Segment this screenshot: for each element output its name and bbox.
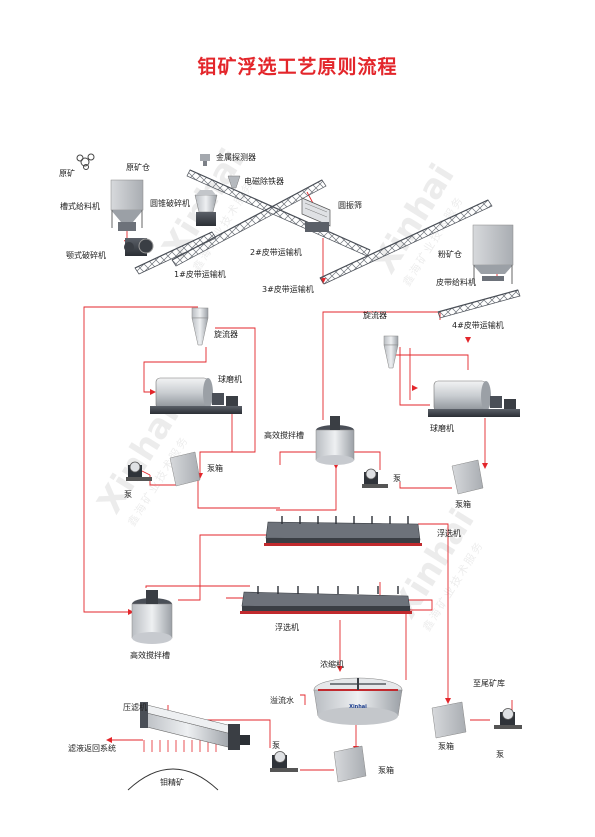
vibrating-screen-icon [301, 197, 331, 232]
arrow [412, 385, 418, 391]
arrow [482, 463, 488, 469]
label-thickener: 浓缩机 [320, 659, 344, 669]
flow-line [322, 311, 350, 420]
pump-box-d-icon [431, 701, 467, 739]
label-ball-mill-b: 球磨机 [430, 423, 454, 433]
label-filtrate-return: 滤液返回系统 [68, 743, 116, 753]
flow-line [399, 347, 430, 406]
flow-line [276, 465, 337, 511]
ball-mill-a-icon [150, 377, 242, 414]
cyclone-b-icon [383, 335, 399, 369]
label-pump-box-a: 泵箱 [207, 463, 223, 473]
label-pump-box-d: 泵箱 [438, 741, 454, 751]
pump-d-icon [494, 708, 522, 729]
label-pump-d: 泵 [496, 750, 504, 759]
label-belt3: 3#皮带运输机 [262, 284, 314, 294]
flow-line [300, 694, 306, 705]
label-belt1: 1#皮带运输机 [174, 269, 226, 279]
flow-arrows [106, 240, 488, 752]
label-pump-box-c: 泵箱 [378, 765, 394, 775]
pump-box-b-icon [451, 459, 484, 495]
label-cyclone-a: 旋流器 [214, 329, 238, 339]
label-pump-b: 泵 [393, 474, 401, 483]
label-agitator-b: 高效搅拌槽 [130, 650, 170, 660]
powder-ore-bin-icon [472, 224, 514, 284]
thickener-icon [313, 677, 403, 725]
flow-line [143, 347, 207, 393]
raw-ore-bin-icon [110, 179, 144, 228]
filtrate-arrows [143, 740, 217, 752]
label-belt4: 4#皮带运输机 [452, 320, 504, 330]
belt-conveyor-upper-icon [319, 199, 493, 285]
label-filter-press: 压滤机 [123, 702, 147, 712]
flow-line [145, 585, 250, 588]
label-pump-c: 泵 [272, 741, 280, 750]
thickener-brand: Xinhai [349, 704, 367, 710]
label-metal-detector: 金属探测器 [216, 152, 256, 162]
pump-b-icon [362, 468, 388, 488]
flow-line [178, 534, 276, 601]
label-pump-box-b: 泵箱 [455, 499, 471, 509]
cone-crusher-icon [194, 190, 218, 226]
flow-line [379, 582, 433, 611]
belt-conveyor-4-icon [437, 289, 521, 319]
label-raw-ore: 原矿 [59, 168, 75, 178]
concentrate-pile-icon [127, 768, 219, 791]
flotation-machine-b-icon [240, 586, 412, 614]
label-cyclone-b: 旋流器 [363, 310, 387, 320]
filter-press-icon [140, 702, 250, 750]
label-powder-bin: 粉矿仓 [438, 249, 462, 259]
flotation-machine-a-icon [264, 516, 422, 546]
label-magnetic-separator: 电磁除铁器 [244, 176, 284, 186]
arrow [150, 389, 156, 395]
label-mo-concentrate: 钼精矿 [160, 777, 184, 787]
label-vibrating-screen: 圆振筛 [338, 200, 362, 210]
arrow [337, 666, 343, 672]
pump-a-icon [126, 461, 152, 481]
label-belt2: 2#皮带运输机 [250, 247, 302, 257]
label-to-tailings: 至尾矿库 [473, 678, 505, 688]
trough-feeder-icon [118, 222, 136, 231]
label-flotation-b: 浮选机 [275, 622, 299, 632]
agitator-b-icon [131, 590, 173, 644]
flow-line [418, 523, 449, 700]
label-cone-crusher: 圆锥破碎机 [150, 198, 190, 208]
flow-line [197, 478, 280, 509]
label-jaw-crusher: 颚式破碎机 [66, 250, 106, 260]
pump-box-c-icon [333, 745, 367, 783]
label-overflow: 溢流水 [270, 695, 294, 705]
pump-c-icon [270, 751, 298, 772]
ball-mill-b-icon [428, 380, 520, 417]
label-ball-mill-a: 球磨机 [218, 374, 242, 384]
label-belt-feeder: 皮带给料机 [436, 277, 476, 287]
label-raw-bin: 原矿仓 [126, 162, 150, 172]
jaw-crusher-icon [124, 238, 154, 256]
arrow [465, 337, 471, 343]
arrow [128, 609, 134, 615]
cyclone-a-icon [191, 307, 209, 346]
label-pump-a: 泵 [124, 490, 132, 499]
label-agitator-a: 高效搅拌槽 [264, 430, 304, 440]
raw-ore-icon [76, 153, 95, 170]
pump-box-a-icon [169, 451, 201, 487]
flow-line [199, 327, 256, 475]
belt-conveyor-3-icon [171, 179, 327, 267]
label-flotation-a: 浮选机 [437, 528, 461, 538]
flow-line [399, 482, 452, 489]
page-title: 钼矿浮选工艺原则流程 [197, 56, 398, 78]
belt-feeder-icon [482, 276, 504, 281]
arrow [106, 737, 112, 743]
flow-line [83, 306, 198, 613]
metal-detector-icon [200, 154, 210, 166]
agitator-a-icon [315, 416, 355, 465]
magnetic-separator-icon [227, 175, 241, 189]
label-trough-feeder: 槽式给料机 [60, 201, 100, 211]
arrow [445, 698, 451, 704]
